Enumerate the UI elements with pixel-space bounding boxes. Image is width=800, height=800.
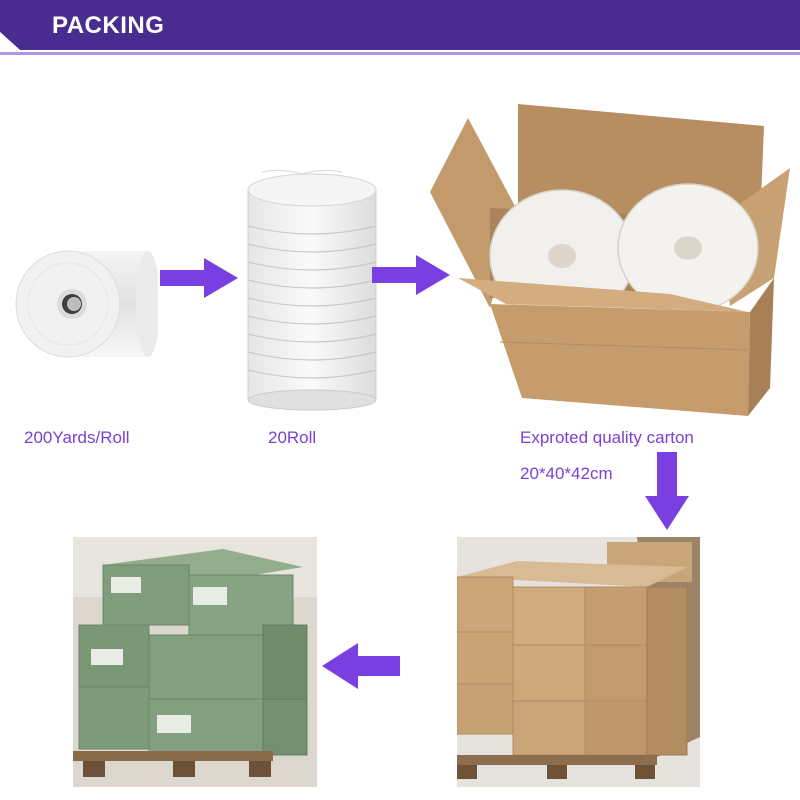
step-3-caption: Exproted quality carton <box>520 428 694 447</box>
stacked-rolls-image <box>247 169 377 411</box>
wrapped-packs-image <box>73 537 317 787</box>
step-3-dimensions: 20*40*42cm <box>520 464 613 483</box>
stacked-cartons-image <box>457 537 700 787</box>
arrow-right-icon <box>160 258 238 298</box>
page-title: PACKING <box>52 12 165 39</box>
arrow-right-icon <box>372 255 450 295</box>
arrow-down-icon <box>645 452 689 530</box>
open-carton-image <box>430 104 790 416</box>
step-2-caption: 20Roll <box>268 428 317 447</box>
arrow-left-icon <box>322 643 400 689</box>
header-bar <box>0 0 800 55</box>
single-roll-image <box>15 250 158 358</box>
step-1-caption: 200Yards/Roll <box>24 428 130 447</box>
